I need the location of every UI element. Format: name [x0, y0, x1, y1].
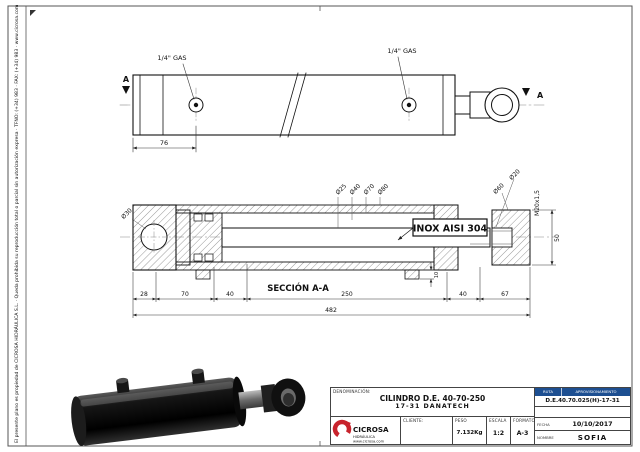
svg-text:Ø20: Ø20: [508, 168, 522, 182]
svg-text:A: A: [537, 91, 544, 100]
date-cell: FECHA 10/10/2017: [535, 418, 630, 431]
svg-text:76: 76: [160, 139, 168, 147]
scale-label: ESCALA: [489, 418, 507, 423]
port-right: 1/4" GAS: [387, 47, 417, 123]
part-subtitle: 17-31 DANATECH: [395, 403, 470, 410]
scale-cell: ESCALA 1:2: [487, 417, 511, 444]
format-label: FORMATO: [513, 418, 536, 423]
part-title: CILINDRO D.E. 40-70-250: [379, 394, 486, 403]
date-label: FECHA: [537, 421, 550, 427]
author-label: NOMBRE: [537, 435, 554, 440]
iso-eye: [271, 378, 306, 417]
dim-chain: 28 70 40 250 40 67 482: [132, 264, 531, 318]
svg-text:250: 250: [341, 291, 353, 298]
port-left: 1/4" GAS: [157, 54, 204, 123]
port-nub-right: [404, 269, 420, 280]
format-value: A-3: [516, 429, 529, 437]
svg-text:Ø60: Ø60: [492, 182, 506, 196]
section-view: INOX AISI 304 Ø25 Ø40 Ø70 Ø80 Ø30 Ø20 Ø6…: [120, 168, 561, 318]
reference-number: D.E.40.70.025(H)-17-31: [535, 396, 630, 407]
rear-eye: [132, 204, 177, 271]
route-label: RUTA: [535, 388, 562, 396]
edge-note: El presente plano es propiedad de CICROS…: [13, 4, 20, 443]
dim-10: 10: [420, 262, 440, 287]
spare-cell: [535, 407, 630, 418]
company-logo: CICROSA HIDRÁULICA www.cicrosa.com: [332, 419, 389, 444]
svg-text:Ø30: Ø30: [120, 207, 134, 221]
weight-cell: PESO 7.132Kg: [453, 417, 487, 444]
port-right-label: 1/4" GAS: [387, 47, 416, 55]
client-label: CLIENTE:: [403, 418, 424, 423]
author-cell: NOMBRE SOFIA: [535, 431, 630, 444]
svg-text:A: A: [123, 75, 130, 84]
material-callout: INOX AISI 304: [397, 218, 488, 241]
tube-wall-bottom: [175, 261, 435, 271]
svg-text:70: 70: [181, 291, 189, 298]
svg-text:M20x1,5: M20x1,5: [534, 190, 541, 216]
scale-value: 1:2: [492, 429, 505, 437]
fold-mark: [30, 10, 36, 16]
sheet-frame: [7, 5, 633, 447]
weight-value: 7.132Kg: [456, 430, 483, 436]
dim-76: 76: [132, 125, 197, 153]
format-cell: FORMATO A-3: [511, 417, 536, 444]
section-mark-left: A: [122, 75, 130, 94]
isometric-view: [71, 368, 306, 447]
title-block: DENOMINACIÓN: CILINDRO D.E. 40-70-250 17…: [330, 387, 631, 445]
port-nub-left: [195, 269, 211, 280]
weight-label: PESO: [455, 418, 467, 423]
svg-text:40: 40: [459, 291, 467, 298]
svg-text:10: 10: [434, 272, 440, 278]
logo-text: CICROSA: [353, 425, 389, 434]
port-left-label: 1/4" GAS: [157, 54, 186, 62]
svg-text:482: 482: [325, 307, 337, 314]
svg-text:Ø70: Ø70: [362, 183, 376, 197]
piston: [189, 212, 223, 263]
top-view: 1/4" GAS 1/4" GAS A A 76: [119, 47, 546, 153]
svg-text:50: 50: [554, 234, 561, 242]
section-title: SECCIÓN A-A: [267, 282, 329, 294]
svg-text:Ø40: Ø40: [348, 183, 362, 197]
client-cell: CLIENTE:: [401, 417, 453, 444]
iso-port-1: [116, 377, 130, 394]
svg-text:67: 67: [501, 291, 509, 298]
svg-text:28: 28: [140, 291, 148, 298]
svg-text:Ø80: Ø80: [376, 183, 390, 197]
denomination-label: DENOMINACIÓN:: [333, 389, 371, 394]
logo-sub2: www.cicrosa.com: [353, 440, 385, 444]
denomination-cell: DENOMINACIÓN: CILINDRO D.E. 40-70-250 17…: [331, 388, 534, 417]
logo-sub1: HIDRÁULICA: [353, 434, 376, 439]
dim-50: 50: [532, 209, 561, 266]
section-mark-right: A: [522, 88, 544, 100]
supply-label: APROVISIONAMIENTO: [575, 389, 617, 394]
svg-text:INOX AISI 304: INOX AISI 304: [413, 224, 488, 235]
iso-port-2: [191, 368, 205, 385]
date-value: 10/10/2017: [572, 420, 613, 428]
route-bar: RUTA APROVISIONAMIENTO: [535, 388, 630, 396]
svg-text:40: 40: [226, 291, 234, 298]
logo-cell: CICROSA HIDRÁULICA www.cicrosa.com: [331, 417, 401, 444]
rod-end-piece: [491, 209, 531, 266]
svg-text:Ø25: Ø25: [334, 183, 348, 197]
author-value: SOFIA: [577, 433, 608, 442]
tube-wall-top: [175, 204, 435, 214]
